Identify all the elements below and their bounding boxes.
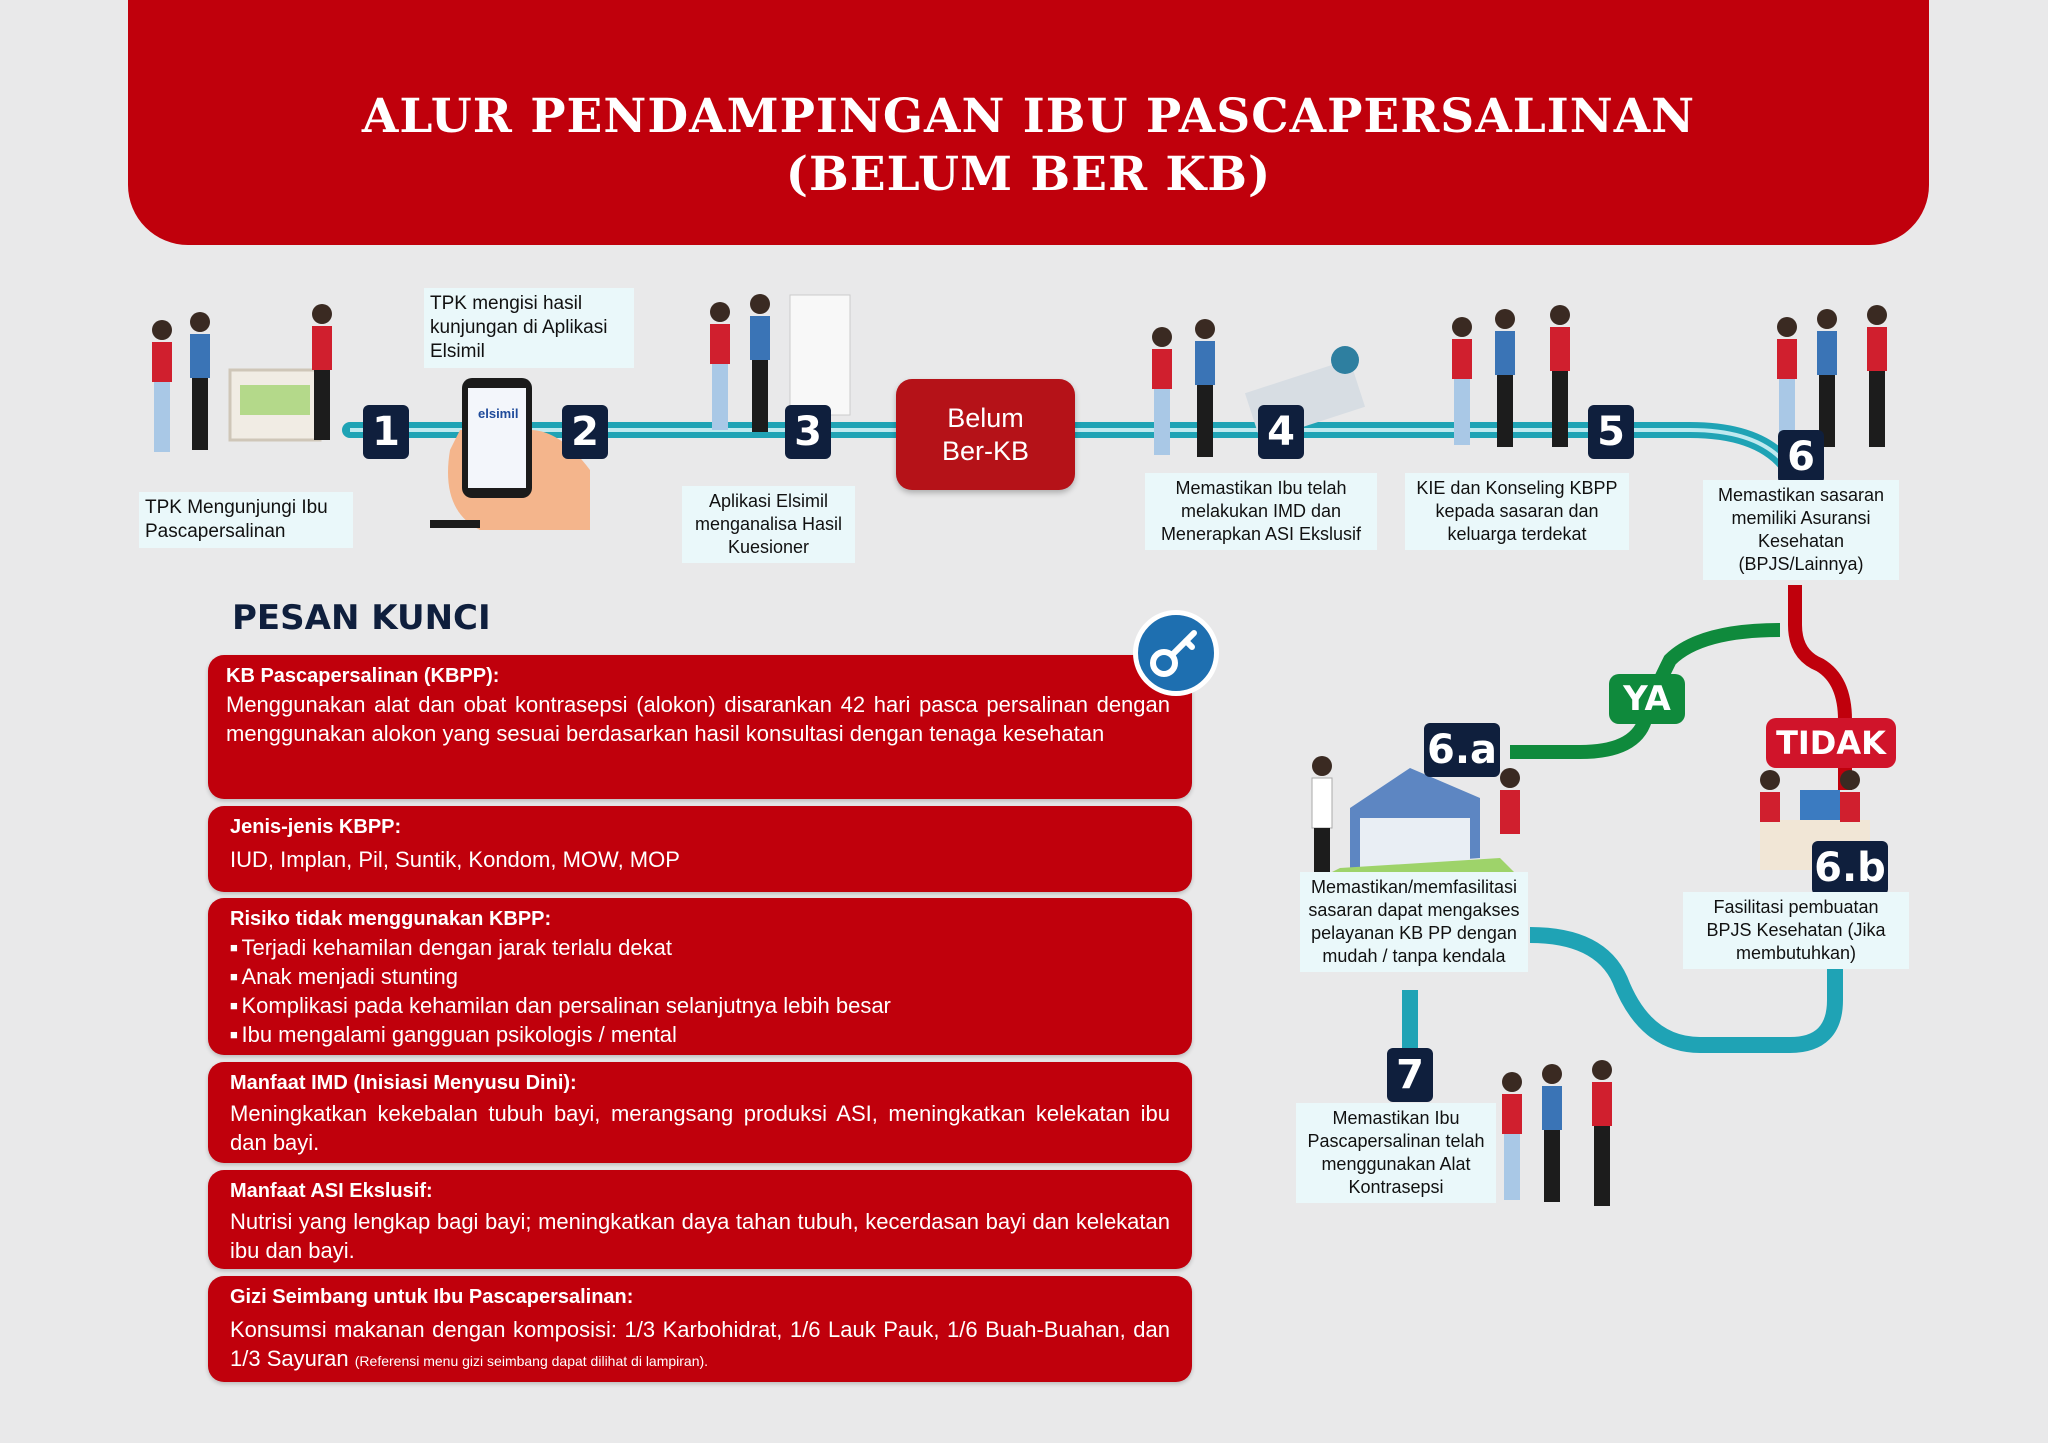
card-heading: Risiko tidak menggunakan KBPP:	[230, 908, 552, 930]
card-text: IUD, Implan, Pil, Suntik, Kondom, MOW, M…	[230, 847, 680, 872]
step-2-badge: 2	[562, 405, 608, 459]
loop-line	[1529, 927, 1843, 1053]
yes-label: YA	[1609, 674, 1685, 724]
no-label: TIDAK	[1766, 718, 1896, 768]
step-1-badge: 1	[363, 405, 409, 459]
step-7-caption: Memastikan Ibu Pascapersalinan telah men…	[1296, 1103, 1496, 1203]
card-heading: Manfaat ASI Ekslusif:	[230, 1180, 433, 1202]
title-line-2: (BELUM BER KB)	[785, 147, 1272, 202]
phone-app-label: elsimil	[478, 406, 519, 421]
card-asi: Manfaat ASI Ekslusif: Nutrisi yang lengk…	[208, 1170, 1192, 1269]
card-gizi: Gizi Seimbang untuk Ibu Pascapersalinan:…	[208, 1276, 1192, 1382]
card-text: Meningkatkan kekebalan tubuh bayi, meran…	[230, 1101, 1170, 1155]
title-banner	[128, 0, 1929, 245]
card-jenis-kbpp: Jenis-jenis KBPP: IUD, Implan, Pil, Sunt…	[208, 806, 1192, 892]
card-heading: KB Pascapersalinan (KBPP):	[226, 665, 500, 687]
gizi-note: (Referensi menu gizi seimbang dapat dili…	[354, 1353, 709, 1369]
step-3-badge: 3	[785, 405, 831, 459]
step1-illustration	[152, 304, 332, 452]
step-5-caption: KIE dan Konseling KBPP kepada sasaran da…	[1405, 473, 1629, 550]
step-6a-badge: 6.a	[1424, 723, 1500, 777]
card-text: Konsumsi makanan dengan komposisi: 1/3 K…	[230, 1315, 1170, 1376]
step-2-caption: TPK mengisi hasil kunjungan di Aplikasi …	[424, 288, 634, 368]
step-6b-badge: 6.b	[1812, 841, 1888, 895]
step-6a-caption: Memastikan/memfasilitasi sasaran dapat m…	[1300, 872, 1528, 972]
phone-illustration	[430, 378, 590, 530]
page-title: ALUR PENDAMPINGAN IBU PASCAPERSALINAN (B…	[128, 88, 1929, 204]
step-1-caption: TPK Mengunjungi Ibu Pascapersalinan	[139, 492, 353, 548]
list-item: Ibu mengalami gangguan psikologis / ment…	[230, 1020, 1170, 1049]
pesan-kunci-title: PESAN KUNCI	[232, 598, 491, 638]
card-heading: Manfaat IMD (Inisiasi Menyusu Dini):	[230, 1072, 577, 1094]
risk-list: Terjadi kehamilan dengan jarak terlalu d…	[230, 933, 1170, 1049]
no-branch-line	[1788, 585, 1852, 790]
belum-line-1: Belum	[947, 402, 1024, 433]
step3-illustration	[710, 294, 851, 432]
card-heading: Gizi Seimbang untuk Ibu Pascapersalinan:	[230, 1286, 634, 1308]
gizi-text: Konsumsi makanan dengan komposisi: 1/3 K…	[230, 1317, 1170, 1371]
list-item: Anak menjadi stunting	[230, 962, 1170, 991]
card-kbpp: KB Pascapersalinan (KBPP): Menggunakan a…	[208, 655, 1192, 799]
title-line-1: ALUR PENDAMPINGAN IBU PASCAPERSALINAN	[361, 89, 1696, 144]
step6-illustration	[1777, 305, 1887, 447]
key-icon	[1133, 610, 1219, 696]
step7-illustration	[1502, 1060, 1612, 1206]
step-7-badge: 7	[1387, 1048, 1433, 1102]
card-risiko: Risiko tidak menggunakan KBPP: Terjadi k…	[208, 898, 1192, 1055]
step-4-badge: 4	[1258, 405, 1304, 459]
step-6b-caption: Fasilitasi pembuatan BPJS Kesehatan (Jik…	[1683, 892, 1909, 969]
card-heading: Jenis-jenis KBPP:	[230, 816, 402, 838]
step-5-badge: 5	[1588, 405, 1634, 459]
belum-line-2: Ber-KB	[941, 435, 1030, 466]
step-6-badge: 6	[1778, 430, 1824, 484]
belum-ber-kb-box: Belum Ber-KB	[896, 379, 1075, 490]
step5-illustration	[1452, 305, 1570, 447]
step-6-caption: Memastikan sasaran memiliki Asuransi Kes…	[1703, 480, 1899, 580]
list-item: Terjadi kehamilan dengan jarak terlalu d…	[230, 933, 1170, 962]
step-3-caption: Aplikasi Elsimil menganalisa Hasil Kuesi…	[682, 486, 855, 563]
card-text: Menggunakan alat dan obat kontrasepsi (a…	[226, 692, 1170, 746]
card-text: Nutrisi yang lengkap bagi bayi; meningka…	[230, 1209, 1170, 1263]
card-imd: Manfaat IMD (Inisiasi Menyusu Dini): Men…	[208, 1062, 1192, 1163]
step-4-caption: Memastikan Ibu telah melakukan IMD dan M…	[1145, 473, 1377, 550]
list-item: Komplikasi pada kehamilan dan persalinan…	[230, 991, 1170, 1020]
